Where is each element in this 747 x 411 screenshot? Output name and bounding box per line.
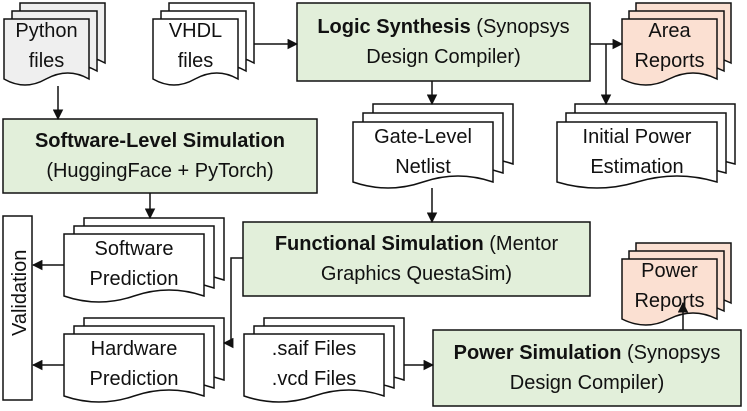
- area-reports-label: Area Reports: [622, 17, 717, 75]
- gate-netlist-line2: Netlist: [395, 156, 451, 178]
- vhdl-files-stack: [152, 2, 255, 86]
- power-reports-line1: Power: [641, 260, 698, 282]
- saif-files-line: .saif Files: [271, 338, 357, 360]
- software-sim-label: Software-Level Simulation (HuggingFace +…: [3, 119, 317, 193]
- functional-sim-box: [242, 221, 591, 297]
- power-sim-box: [432, 329, 742, 407]
- python-files-line1: Python: [15, 20, 78, 42]
- initial-power-stack: [556, 103, 736, 189]
- saif-vcd-stack: [243, 317, 405, 403]
- vcd-files-line: .vcd Files: [271, 368, 357, 390]
- software-prediction-line1: Software: [94, 238, 174, 260]
- initial-power-line1: Initial Power: [582, 126, 692, 148]
- software-sim-box: [2, 118, 318, 194]
- software-sim-title: Software-Level Simulation: [34, 130, 286, 152]
- software-prediction-stack: [63, 217, 225, 303]
- power-sim-label: Power Simulation (Synopsys Design Compil…: [433, 330, 741, 406]
- vhdl-files-label: VHDL files: [153, 17, 238, 75]
- area-reports-stack: [621, 2, 732, 86]
- software-sim-tool: (HuggingFace + PyTorch): [46, 160, 274, 182]
- arrow-funcsim-to-hwpred: [222, 257, 243, 349]
- functional-sim-title: Functional Simulation: [274, 233, 484, 255]
- functional-sim-tool-a: (Mentor: [489, 233, 559, 255]
- validation-label: Validation: [9, 249, 31, 336]
- software-prediction-line2: Prediction: [89, 268, 179, 290]
- vhdl-files-line1: VHDL: [168, 20, 223, 42]
- software-prediction-label: Software Prediction: [64, 234, 204, 294]
- hardware-prediction-line1: Hardware: [90, 338, 178, 360]
- power-reports-line2: Reports: [634, 290, 705, 312]
- validation-box: [2, 215, 33, 401]
- logic-synthesis-box: [296, 2, 591, 82]
- python-files-stack: [3, 2, 106, 86]
- area-reports-line1: Area: [648, 20, 691, 42]
- power-reports-stack: [621, 242, 732, 326]
- logic-synthesis-title: Logic Synthesis: [317, 16, 471, 38]
- saif-vcd-label: .saif Files .vcd Files: [244, 334, 384, 394]
- gate-netlist-label: Gate-Level Netlist: [353, 122, 493, 182]
- hardware-prediction-label: Hardware Prediction: [64, 334, 204, 394]
- power-sim-tool-b: Design Compiler): [509, 372, 665, 394]
- hardware-prediction-stack: [63, 317, 225, 403]
- gate-netlist-line1: Gate-Level: [374, 126, 472, 148]
- area-reports-line2: Reports: [634, 50, 705, 72]
- logic-synthesis-tool-b: Design Compiler): [366, 46, 521, 68]
- functional-sim-label: Functional Simulation (Mentor Graphics Q…: [243, 222, 590, 296]
- gate-netlist-stack: [352, 103, 514, 189]
- initial-power-line2: Estimation: [590, 156, 684, 178]
- initial-power-label: Initial Power Estimation: [557, 122, 717, 182]
- power-sim-tool-a: (Synopsys: [627, 342, 721, 364]
- power-reports-label: Power Reports: [622, 257, 717, 315]
- vhdl-files-line2: files: [177, 50, 214, 72]
- power-sim-title: Power Simulation: [453, 342, 622, 364]
- logic-synthesis-label: Logic Synthesis (Synopsys Design Compile…: [297, 3, 590, 81]
- functional-sim-tool-b: Graphics QuestaSim): [320, 263, 513, 285]
- hardware-prediction-line2: Prediction: [89, 368, 179, 390]
- python-files-label: Python files: [4, 17, 89, 75]
- logic-synthesis-tool-a: (Synopsys: [476, 16, 570, 38]
- python-files-line2: files: [28, 50, 65, 72]
